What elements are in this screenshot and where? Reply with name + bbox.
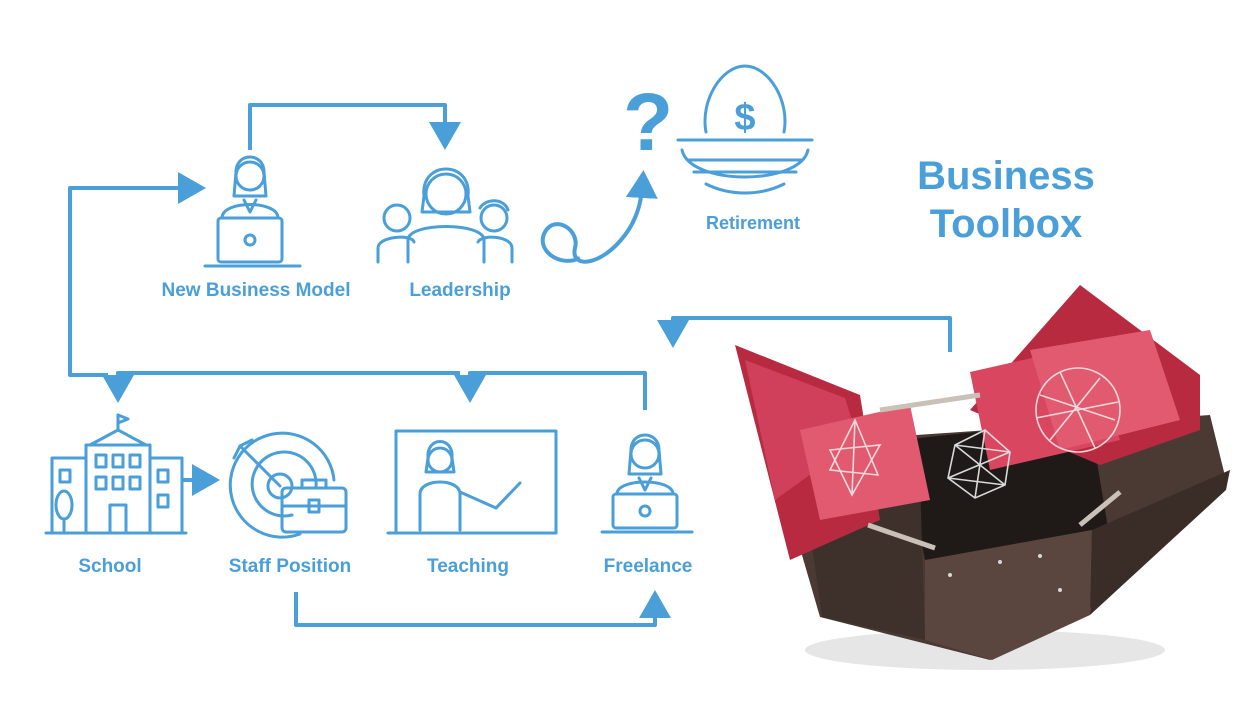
label-school: School (78, 556, 142, 577)
title-line-1: Business (917, 154, 1095, 198)
label-freelance: Freelance (603, 556, 693, 577)
arrow-freelance-to-teaching (454, 371, 647, 410)
arrow-loop-to-model (68, 172, 206, 377)
question-mark-icon: ? (623, 77, 673, 168)
label-teaching: Teaching (427, 556, 509, 577)
arrow-model-to-leadership (248, 103, 461, 150)
arrow-squiggle-to-retirement (540, 170, 658, 264)
title-line-2: Toolbox (929, 202, 1083, 246)
arrow-toolbox-to-freelance (657, 316, 952, 352)
arrow-to-school (102, 371, 460, 403)
group-of-people-icon (376, 167, 514, 264)
open-toolbox-image (735, 285, 1230, 670)
label-new-business-model: New Business Model (161, 280, 351, 301)
label-leadership: Leadership (409, 280, 511, 301)
dollar-nest-egg-icon (676, 64, 814, 195)
label-retirement: Retirement (705, 213, 801, 233)
target-briefcase-icon (228, 431, 348, 539)
arrow-staff-to-freelance (294, 590, 671, 627)
person-at-laptop-icon (600, 433, 694, 534)
label-staff-position: Staff Position (228, 556, 352, 577)
teacher-at-board-icon (386, 429, 558, 535)
person-at-laptop-icon (203, 155, 302, 268)
dollar-sign-icon: $ (734, 97, 755, 139)
svg-text:?: ? (623, 77, 673, 168)
school-building-icon (44, 413, 188, 535)
page-title: Business Toolbox (880, 152, 1132, 248)
